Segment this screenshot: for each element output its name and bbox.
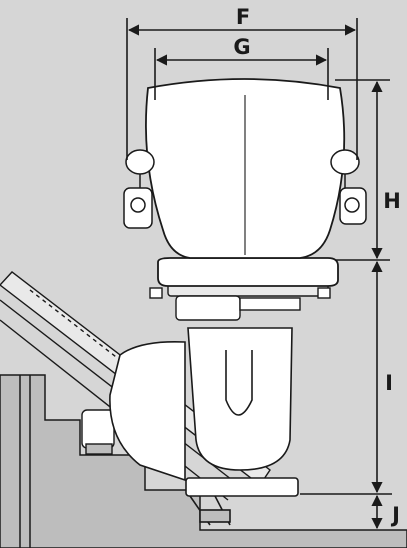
staircase [0,374,407,548]
dimension-i-label: I [385,371,393,395]
right-armrest [330,149,367,225]
seat-cushion [157,257,339,287]
dimension-f [126,18,358,160]
footrest [185,477,299,526]
dimension-f-label: F [236,5,250,29]
seat-swivel-base [149,281,331,321]
dimension-g [154,48,329,100]
dimension-g-label: G [233,35,250,59]
dimension-i [300,260,392,495]
dimension-h-label: H [383,189,401,213]
left-armrest [123,149,155,229]
dimension-j-label: J [390,503,400,527]
rail-bracket [81,409,115,455]
lift-carriage [109,327,293,482]
dimension-h [335,79,390,261]
